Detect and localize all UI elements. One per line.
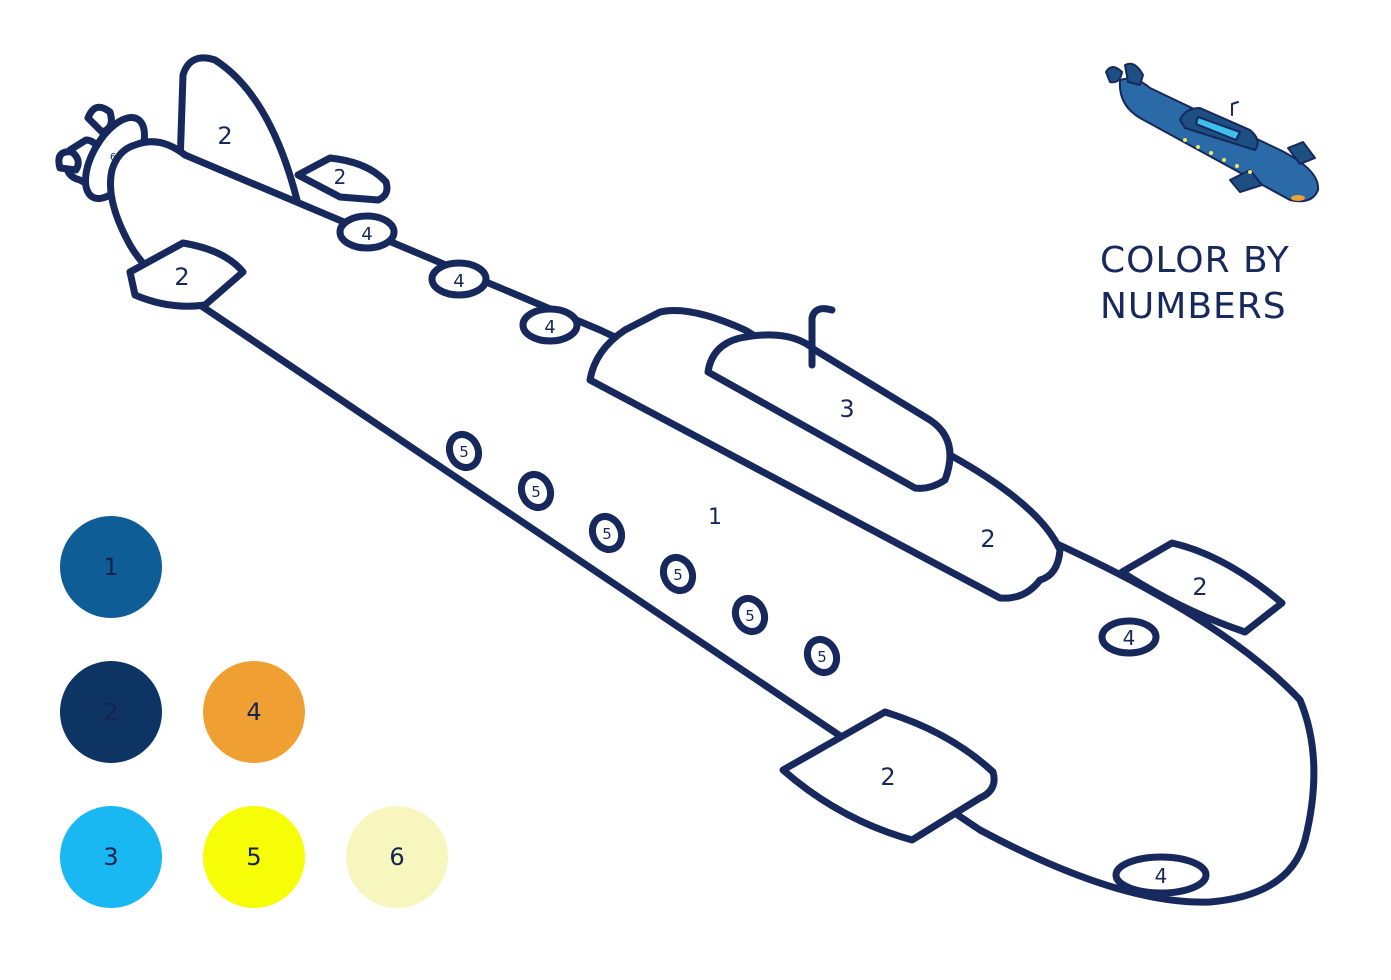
tail-fin-left-label: 2 xyxy=(174,263,189,291)
conning-tower[interactable]: 2 xyxy=(586,306,1064,602)
periscope[interactable] xyxy=(808,305,836,369)
swatch-number: 1 xyxy=(103,553,119,581)
swatch-number: 4 xyxy=(246,698,262,726)
front-fin-right-label: 2 xyxy=(1192,573,1207,601)
porthole-1[interactable]: 5 xyxy=(444,430,484,473)
tower-window[interactable]: 3 xyxy=(704,331,954,492)
color-swatch-5[interactable]: 5 xyxy=(203,806,305,908)
tail-fin-left[interactable]: 2 xyxy=(126,239,247,310)
light-2[interactable]: 4 xyxy=(428,259,490,299)
top-tail-fin-label: 2 xyxy=(217,122,232,150)
porthole-3[interactable]: 5 xyxy=(587,512,627,555)
porthole-5[interactable]: 5 xyxy=(730,594,770,637)
light-label: 4 xyxy=(453,271,464,292)
porthole-label: 5 xyxy=(745,607,755,625)
porthole-2[interactable]: 5 xyxy=(516,470,556,513)
light-3[interactable]: 4 xyxy=(519,305,581,345)
swatch-number: 6 xyxy=(389,843,405,871)
color-swatch-2[interactable]: 2 xyxy=(60,661,162,763)
porthole-label: 5 xyxy=(531,483,541,501)
page-title: COLOR BY NUMBERS xyxy=(1100,238,1330,330)
tail-fin-small[interactable]: 2 xyxy=(294,154,391,204)
title-line-2: NUMBERS xyxy=(1100,286,1287,327)
color-swatch-1[interactable]: 1 xyxy=(60,516,162,618)
porthole-label: 5 xyxy=(602,525,612,543)
light-label: 4 xyxy=(361,224,372,245)
swatch-number: 3 xyxy=(103,843,119,871)
tail-fin-small-label: 2 xyxy=(334,165,347,189)
swatch-number: 5 xyxy=(246,843,262,871)
porthole-label: 5 xyxy=(459,443,469,461)
light-4[interactable]: 4 xyxy=(1098,617,1160,657)
color-swatch-6[interactable]: 6 xyxy=(346,806,448,908)
preview-submarine-image xyxy=(1105,62,1320,203)
porthole-label: 5 xyxy=(817,648,827,666)
front-fin-right[interactable]: 2 xyxy=(1118,539,1286,636)
porthole-4[interactable]: 5 xyxy=(658,553,698,596)
propeller-label: 6 xyxy=(110,152,116,163)
front-fin-bottom[interactable]: 2 xyxy=(779,708,998,844)
porthole-6[interactable]: 5 xyxy=(802,635,842,678)
light-label: 4 xyxy=(1123,626,1136,650)
tower-window-label: 3 xyxy=(839,395,854,423)
color-swatch-3[interactable]: 3 xyxy=(60,806,162,908)
light-1[interactable]: 4 xyxy=(336,212,398,252)
swatch-number: 2 xyxy=(103,698,119,726)
light-label: 4 xyxy=(544,317,555,338)
porthole-label: 5 xyxy=(673,566,683,584)
light-label: 4 xyxy=(1155,864,1168,888)
title-line-1: COLOR BY xyxy=(1100,240,1290,281)
color-swatch-4[interactable]: 4 xyxy=(203,661,305,763)
conning-tower-label: 2 xyxy=(980,525,995,553)
propeller[interactable]: 6 xyxy=(55,103,157,208)
light-5[interactable]: 4 xyxy=(1112,853,1210,897)
front-fin-bottom-label: 2 xyxy=(880,763,895,791)
hull-label: 1 xyxy=(708,505,722,530)
